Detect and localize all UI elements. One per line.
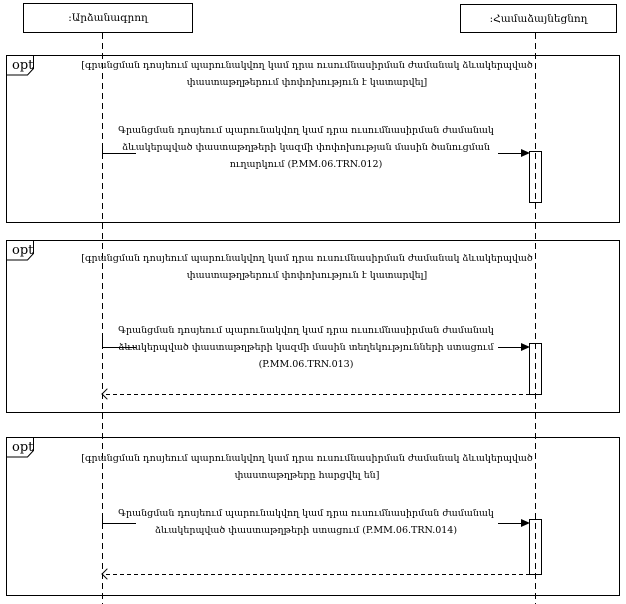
lifeline-recorder (102, 33, 103, 604)
guard-condition-2: [գրանցման դոսյեում պարունակվող կամ դրա ո… (81, 253, 533, 281)
message-line-3 (498, 523, 522, 524)
filled-arrowhead-icon (521, 149, 530, 157)
sender-activation-stub (102, 513, 103, 524)
activation-bar-2 (529, 343, 542, 395)
lifeline-approver (535, 33, 536, 604)
activation-bar-1 (529, 151, 542, 203)
guard-condition-1: [գրանցման դոսյեում պարունակվող կամ դրա ո… (81, 60, 533, 88)
message-line-1 (498, 153, 522, 154)
opt-fragment-3: opt [գրանցման դոսյեում պարունակվող կամ դ… (6, 437, 620, 596)
filled-arrowhead-icon (521, 343, 530, 351)
activation-bar-3 (529, 519, 542, 575)
sender-activation-stub (102, 143, 103, 154)
opt-operator-tab-icon (6, 55, 34, 76)
actor-box-approver: :Համաձայնեցնող (460, 4, 617, 33)
opt-operator-tab-icon (6, 240, 34, 261)
message-label-2: Գրանցման դոսյեում պարունակվող կամ դրա ու… (118, 325, 494, 370)
message-line-1 (102, 153, 136, 154)
guard-condition-3: [գրանցման դոսյեում պարունակվող կամ դրա ո… (81, 453, 533, 481)
opt-operator-label-3: opt (12, 440, 34, 455)
return-line-3 (106, 574, 530, 575)
opt-operator-label-2: opt (12, 243, 34, 258)
return-line-2 (106, 394, 530, 395)
actor-label-approver: :Համաձայնեցնող (489, 12, 588, 25)
message-line-2 (498, 347, 522, 348)
actor-box-recorder: :Արձանագրող (23, 3, 193, 33)
message-label-3: Գրանցման դոսյեում պարունակվող կամ դրա ու… (118, 508, 494, 536)
message-line-3 (102, 523, 136, 524)
opt-fragment-2: opt [գրանցման դոսյեում պարունակվող կամ դ… (6, 240, 620, 413)
filled-arrowhead-icon (521, 519, 530, 527)
opt-operator-label-1: opt (12, 58, 34, 73)
opt-fragment-1: opt [գրանցման դոսյեում պարունակվող կամ դ… (6, 55, 620, 223)
message-label-1: Գրանցման դոսյեում պարունակվող կամ դրա ու… (118, 125, 494, 170)
sender-activation-stub (102, 337, 103, 348)
message-line-2 (102, 347, 136, 348)
actor-label-recorder: :Արձանագրող (68, 12, 148, 24)
opt-operator-tab-icon (6, 437, 34, 458)
